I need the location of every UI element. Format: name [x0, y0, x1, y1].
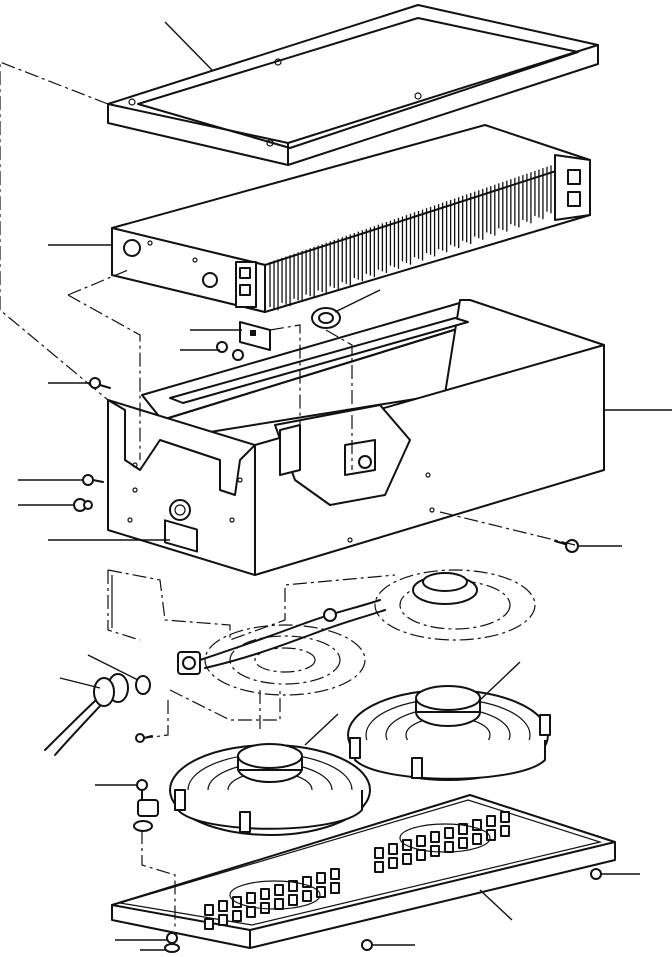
- vent-slot: [302, 890, 312, 902]
- vent-slot: [288, 880, 298, 892]
- bracket-clip: [239, 321, 271, 351]
- callout-gasket: [164, 21, 213, 71]
- vent-slot: [316, 872, 326, 884]
- vent-slot: [374, 861, 384, 873]
- heater-housing: [107, 299, 605, 576]
- screw-top-left: [89, 377, 111, 389]
- vent-slot: [388, 843, 398, 855]
- fan-mount-plate: [107, 569, 396, 730]
- vent-slot: [402, 853, 412, 865]
- vent-slot: [458, 823, 468, 835]
- vent-slot: [316, 886, 326, 898]
- screw-mid-left: [82, 474, 104, 486]
- vent-slot: [500, 825, 510, 837]
- fan-left: [169, 743, 371, 836]
- bottom-screw-left: [166, 932, 178, 944]
- vent-slot: [416, 835, 426, 847]
- callout-fan-right: [479, 661, 521, 701]
- vent-slot: [444, 841, 454, 853]
- gasket-frame: [107, 4, 599, 166]
- vent-slot: [288, 894, 298, 906]
- grille-plate: [111, 794, 616, 949]
- vent-slot: [486, 829, 496, 841]
- vent-slot: [218, 900, 228, 912]
- plug-connector: [44, 673, 129, 756]
- vent-slot: [430, 831, 440, 843]
- bottom-nut-left: [164, 943, 180, 953]
- grille-vents-left: [204, 868, 340, 930]
- vent-slot: [330, 882, 340, 894]
- vent-slot: [330, 868, 340, 880]
- callout-grommet: [334, 289, 381, 313]
- callout-lines: [18, 21, 672, 951]
- vent-slot: [486, 815, 496, 827]
- vent-slot: [204, 918, 214, 930]
- vent-slot: [218, 914, 228, 926]
- vent-slot: [444, 827, 454, 839]
- screw-washer-left: [73, 498, 93, 512]
- fan-right: [347, 685, 551, 781]
- switch-connector: [177, 651, 201, 675]
- vent-slot: [260, 888, 270, 900]
- vent-slot: [500, 811, 510, 823]
- bottom-screw-right: [590, 868, 602, 880]
- fan-shroud-dashed-left: [204, 624, 366, 696]
- callout-fan-left: [304, 713, 339, 746]
- vent-slot: [472, 819, 482, 831]
- screw-right: [554, 539, 579, 553]
- vent-slot: [388, 857, 398, 869]
- vent-slot: [302, 876, 312, 888]
- heater-core: [111, 124, 591, 313]
- vent-slot: [472, 833, 482, 845]
- vent-slot: [458, 837, 468, 849]
- screw-clip: [136, 779, 148, 801]
- vent-slot: [204, 904, 214, 916]
- vent-slot: [246, 906, 256, 918]
- vent-slot: [232, 910, 242, 922]
- wiring-harness: [199, 599, 386, 669]
- o-ring: [135, 675, 151, 695]
- grille-vents-right: [374, 811, 510, 873]
- bottom-screw-center: [361, 939, 373, 951]
- vent-center-ring: [229, 880, 321, 910]
- spring-clip: [133, 799, 159, 832]
- cooling-fins: [269, 164, 556, 311]
- alignment-lines: [0, 61, 576, 930]
- vent-slot: [274, 898, 284, 910]
- grommet: [311, 307, 341, 329]
- vent-slot: [274, 884, 284, 896]
- vent-slot: [374, 847, 384, 859]
- callout-plug: [59, 677, 101, 689]
- nut-pair: [216, 341, 244, 361]
- fan-shroud-dashed-right: [374, 569, 536, 641]
- callout-grille-plate: [479, 889, 513, 921]
- vent-slot: [246, 892, 256, 904]
- vent-slot: [416, 849, 426, 861]
- callout-o-ring: [87, 654, 139, 681]
- vent-center-ring: [399, 823, 491, 853]
